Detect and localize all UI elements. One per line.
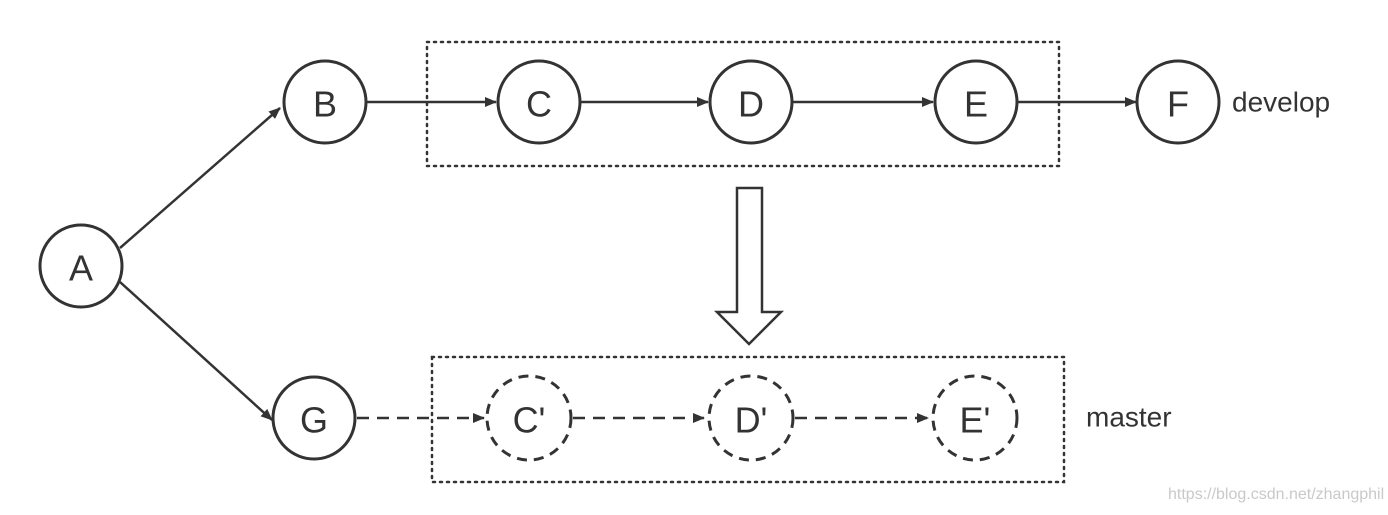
edge-a-to-g: [119, 281, 273, 421]
master-commits-selection-box: [430, 355, 1066, 484]
node-e-label: E: [964, 84, 988, 125]
node-d-prime: D': [707, 374, 795, 462]
master-branch-label: master: [1086, 402, 1172, 433]
develop-commits-selection-box: [425, 40, 1061, 168]
node-f-label: F: [1167, 84, 1189, 125]
node-d-prime-label: D': [735, 400, 768, 441]
node-c: C: [496, 59, 582, 145]
node-f: F: [1135, 59, 1221, 145]
node-d-label: D: [738, 84, 764, 125]
node-e-prime-label: E': [960, 400, 991, 441]
watermark-text: https://blog.csdn.net/zhangphil: [1168, 486, 1384, 503]
node-a: A: [38, 223, 124, 309]
node-g: G: [271, 375, 357, 461]
node-c-prime: C': [485, 374, 573, 462]
node-b-label: B: [313, 84, 337, 125]
node-e-prime: E': [931, 374, 1019, 462]
node-e: E: [933, 59, 1019, 145]
node-a-label: A: [69, 248, 93, 289]
develop-branch-label: develop: [1232, 87, 1330, 118]
node-b: B: [282, 59, 368, 145]
node-c-prime-label: C': [513, 400, 546, 441]
node-g-label: G: [300, 400, 328, 441]
node-c-label: C: [526, 84, 552, 125]
edge-a-to-b: [119, 107, 281, 249]
node-d: D: [708, 59, 794, 145]
rebase-down-arrow: [713, 186, 785, 346]
